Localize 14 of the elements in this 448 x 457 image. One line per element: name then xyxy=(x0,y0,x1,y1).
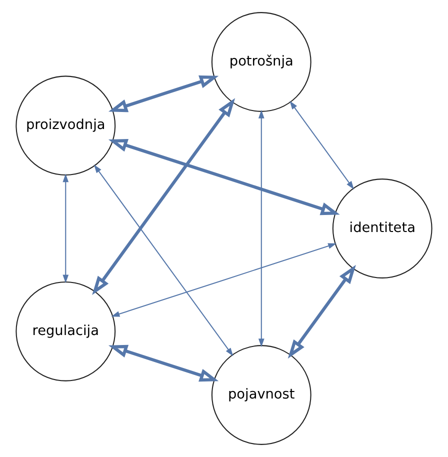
node-circle: regulacija xyxy=(16,281,116,382)
node-circle: pojavnost xyxy=(211,345,312,445)
arrow xyxy=(94,164,234,356)
arrow xyxy=(108,344,219,382)
arrow xyxy=(111,243,337,317)
arrow xyxy=(108,139,340,216)
node-circle: proizvodnja xyxy=(16,76,116,176)
arrow xyxy=(288,264,356,359)
arrow xyxy=(62,174,69,284)
arrow xyxy=(290,100,354,190)
node-circle: potrošnja xyxy=(211,12,312,112)
arrow xyxy=(108,75,219,112)
arrow xyxy=(258,110,264,348)
arrow xyxy=(92,98,236,296)
